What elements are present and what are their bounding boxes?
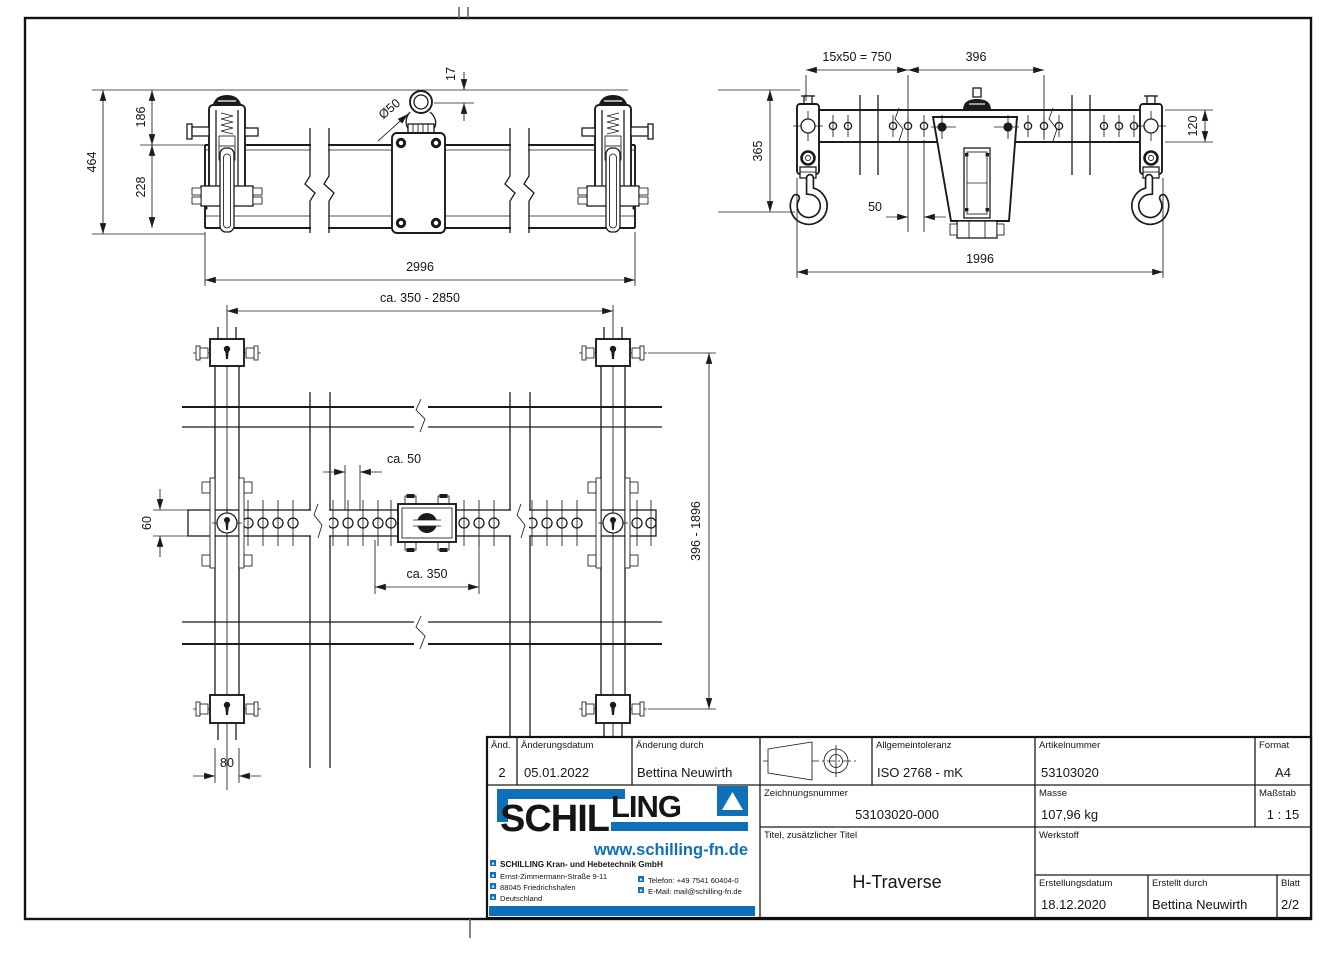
format-value: A4 [1275,765,1291,780]
zeichnungsnummer-value: 53103020-000 [855,807,939,822]
front-view: 464 186 228 17 Ø50 2996 [85,67,654,286]
erstellungsdatum-label: Erstellungsdatum [1039,878,1112,889]
erstellt-durch-value: Bettina Neuwirth [1152,897,1247,912]
bullet-icon [490,872,496,878]
logo-text-schil: SCHIL [500,798,610,840]
and-value: 2 [498,765,505,780]
dim-396: 396 [966,50,987,64]
zeichnungsnummer-label: Zeichnungsnummer [764,788,848,799]
aenderungsdatum-label: Änderungsdatum [521,740,593,751]
logo-under-bar [611,822,748,831]
dim-365: 365 [751,141,765,162]
titel-label: Titel, zusätzlicher Titel [764,830,857,841]
projection-symbol-icon [763,741,856,781]
side-view: 15x50 = 750 396 365 120 50 1996 [718,50,1213,278]
allgemeintoleranz-label: Allgemeintoleranz [876,740,952,751]
dim-2996: 2996 [406,260,434,274]
triangle-icon [722,792,743,810]
blatt-value: 2/2 [1281,897,1299,912]
dim-50: 50 [868,200,882,214]
logo-phone: Telefon: +49 7541 60404-0 [648,876,739,885]
massstab-value: 1 : 15 [1267,807,1300,822]
logo-bottom-bar [489,906,755,916]
artikelnummer-value: 53103020 [1041,765,1099,780]
bullet-icon [490,894,496,900]
logo-city: 88045 Friedrichshafen [500,883,576,892]
aenderungsdatum-value: 05.01.2022 [524,765,589,780]
dim-186: 186 [134,107,148,128]
artikelnummer-label: Artikelnummer [1039,740,1100,751]
erstellt-durch-label: Erstellt durch [1152,878,1207,889]
center-lifting-plate [391,90,446,234]
dim-120: 120 [1186,116,1200,137]
logo-country: Deutschland [500,894,542,903]
title-block: Änd. 2 Änderungsdatum 05.01.2022 Änderun… [485,735,1313,920]
bullet-icon [638,887,644,893]
dim-396-1896: 396 - 1896 [689,501,703,561]
masse-value: 107,96 kg [1041,807,1098,822]
dim-750: 15x50 = 750 [822,50,891,64]
logo-left-stub [497,789,508,822]
plan-view: ca. 350 - 2850 ca. 50 ca. 350 60 396 - 1… [140,291,716,791]
aenderung-durch-value: Bettina Neuwirth [637,765,732,780]
aenderung-durch-label: Änderung durch [636,740,704,751]
logo-text-ling: LING [611,789,681,824]
blatt-label: Blatt [1281,878,1300,889]
plate-bolts [395,137,442,229]
dim-1996: 1996 [966,252,994,266]
dim-17: 17 [444,67,458,81]
titel-value: H-Traverse [852,872,941,892]
bullet-icon [490,860,496,866]
logo-company: SCHILLING Kran- und Hebetechnik GmbH [500,860,663,869]
dim-228: 228 [134,177,148,198]
dim-ca350: ca. 350 [406,567,447,581]
plan-dimensions: ca. 350 - 2850 ca. 50 ca. 350 60 396 - 1… [140,291,716,783]
schilling-logo: SCHIL LING www.schilling-fn.de SCHILLING… [489,786,755,916]
logo-email: E-Mail: mail@schilling-fn.de [648,887,742,896]
dim-464: 464 [85,152,99,173]
massstab-label: Maßstab [1259,788,1296,799]
dim-350-2850: ca. 350 - 2850 [380,291,460,305]
lifting-ring [409,90,433,114]
masse-label: Masse [1039,788,1067,799]
erstellungsdatum-value: 18.12.2020 [1041,897,1106,912]
bullet-icon [638,876,644,882]
dim-ca50: ca. 50 [387,452,421,466]
and-label: Änd. [491,740,511,751]
logo-top-bar [497,789,625,799]
bullet-icon [490,883,496,889]
logo-street: Ernst-Zimmermann-Straße 9-11 [500,872,607,881]
side-dimensions: 15x50 = 750 396 365 120 50 1996 [718,50,1213,278]
dim-80: 80 [220,756,234,770]
front-dimensions: 464 186 228 17 Ø50 2996 [85,67,636,286]
center-clamp [397,494,457,552]
werkstoff-label: Werkstoff [1039,830,1079,841]
dim-60: 60 [140,516,154,530]
center-mount [931,87,1019,239]
format-label: Format [1259,740,1289,751]
logo-website: www.schilling-fn.de [593,841,748,859]
allgemeintoleranz-value: ISO 2768 - mK [877,765,963,780]
